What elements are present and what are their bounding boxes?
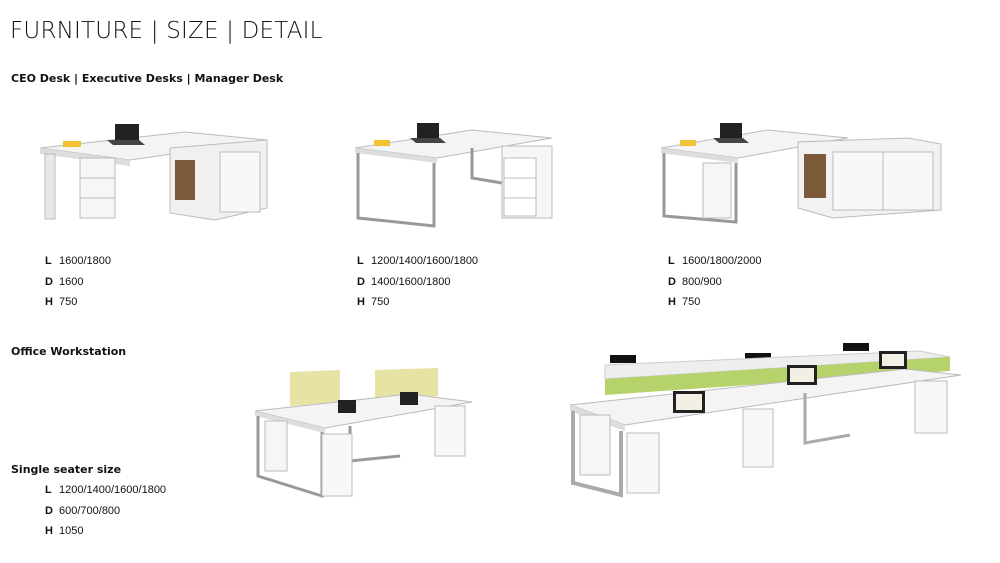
workstation-2-seat-image (254, 368, 473, 499)
manager-desk-image (660, 123, 942, 224)
executive-desk-image (354, 123, 553, 228)
desk-2-specs: L 1200/1400/1600/1800 D 1400/1600/1800 H 75… (357, 251, 478, 313)
spec-value: 1600/1800/2000 (682, 255, 762, 267)
desk-3-specs: L 1600/1800/2000 D 800/900 H 750 (668, 251, 762, 313)
spec-value: 750 (682, 296, 701, 308)
spec-label: D (45, 275, 53, 288)
spec-value: 1200/1400/1600/1800 (371, 255, 479, 267)
spec-value: 1600 (59, 275, 84, 288)
workstation-specs: L 1200/1400/1600/1800 D 600/700/800 H 1050 (45, 480, 166, 542)
spec-label: D (668, 275, 676, 288)
spec-label: L (668, 255, 675, 267)
spec-label: D (45, 504, 53, 517)
single-seater-size-heading: Single seater size (11, 463, 122, 476)
section-heading-workstation: Office Workstation (11, 345, 127, 358)
spec-value: 800/900 (682, 275, 722, 288)
spec-label: H (45, 296, 53, 308)
spec-label: H (357, 296, 365, 308)
spec-label: L (357, 255, 364, 267)
spec-value: 600/700/800 (59, 504, 121, 517)
spec-value: 750 (371, 296, 390, 308)
ceo-desk-image (39, 124, 268, 221)
spec-value: 1050 (59, 525, 84, 537)
spec-value: 750 (59, 296, 78, 308)
spec-value: 1600/1800 (59, 255, 111, 267)
spec-label: D (357, 275, 365, 288)
spec-value: 1400/1600/1800 (371, 275, 451, 288)
workstation-6-seat-image (569, 343, 962, 498)
section-heading-desks: CEO Desk | Executive Desks | Manager Des… (11, 72, 284, 85)
spec-label: L (45, 484, 52, 496)
desk-1-specs: L 1600/1800 D 1600 H 750 (45, 251, 111, 313)
spec-value: 1200/1400/1600/1800 (59, 484, 167, 496)
page-title: FURNITURE | SIZE | DETAIL (10, 18, 323, 44)
spec-label: L (45, 255, 52, 267)
spec-label: H (45, 525, 53, 537)
spec-label: H (668, 296, 676, 308)
